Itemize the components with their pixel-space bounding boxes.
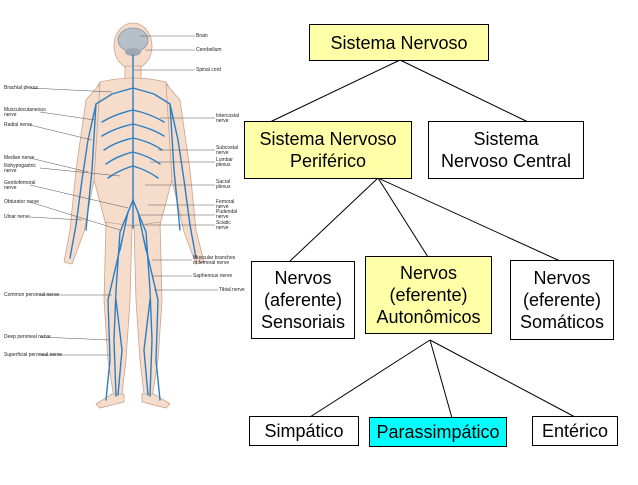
label-muscular-branches: Muscular branches of femoral nerve bbox=[193, 255, 236, 266]
label-musculocutaneous-nerve: Musculocutaneous nerve bbox=[4, 107, 46, 118]
node-nervos-sensoriais: Nervos (aferente) Sensoriais bbox=[251, 261, 355, 339]
label-common-peroneal-nerve: Common peroneal nerve bbox=[4, 292, 60, 298]
label-saphenous-nerve: Saphenous nerve bbox=[193, 273, 233, 279]
node-sistema-nervoso-central: Sistema Nervoso Central bbox=[428, 121, 584, 179]
label-sacral-plexus: Sacral plexus bbox=[216, 179, 231, 190]
label-brachial-plexus: Brachial plexus bbox=[4, 85, 38, 91]
connector-peripheral-autonomic bbox=[377, 177, 429, 258]
connector-root-central bbox=[399, 59, 529, 123]
node-simpatico: Simpático bbox=[249, 416, 359, 446]
node-parassimpatico: Parassimpático bbox=[369, 417, 507, 447]
label-superficial-peroneal-nerve: Superficial peroneal nerve bbox=[4, 352, 63, 358]
label-tibial-nerve: Tibial nerve bbox=[219, 287, 245, 293]
connector-root-peripheral bbox=[269, 59, 401, 123]
label-iliohypogastric-nerve: Iliohypogastric nerve bbox=[4, 163, 36, 174]
connector-autonomic-parasympathetic bbox=[429, 339, 453, 419]
label-spinal-cord: Spinal cord bbox=[196, 67, 222, 73]
label-pudendal-nerve: Pudendal nerve bbox=[216, 209, 238, 220]
connector-peripheral-somatic bbox=[377, 177, 561, 262]
label-radial-nerve: Radial nerve bbox=[4, 122, 33, 128]
nervous-system-figure: Brain Cerebellum Spinal cord Intercostal… bbox=[0, 0, 245, 480]
label-subcostal-nerve: Subcostal nerve bbox=[216, 145, 238, 156]
label-brain: Brain bbox=[196, 33, 208, 39]
label-median-nerve: Median nerve bbox=[4, 155, 35, 161]
connector-autonomic-enteric bbox=[429, 339, 576, 418]
label-deep-peroneal-nerve: Deep peroneal nerve bbox=[4, 334, 51, 340]
node-nervos-somaticos: Nervos (eferente) Somáticos bbox=[510, 260, 614, 340]
connector-peripheral-afferent bbox=[288, 177, 379, 263]
node-nervos-autonomicos: Nervos (eferente) Autonômicos bbox=[365, 256, 492, 334]
connector-autonomic-sympathetic bbox=[309, 339, 431, 418]
label-genitofemoral-nerve: Genitofemoral nerve bbox=[4, 180, 36, 191]
label-obturator-nerve: Obturator nerve bbox=[4, 199, 40, 205]
node-sistema-nervoso: Sistema Nervoso bbox=[309, 24, 489, 61]
node-sistema-nervoso-periferico: Sistema Nervoso Periférico bbox=[244, 121, 412, 179]
label-ulnar-nerve: Ulnar nerve bbox=[4, 214, 30, 220]
label-lumbar-plexus: Lumbar plexus bbox=[216, 157, 233, 168]
label-sciatic-nerve: Sciatic nerve bbox=[216, 220, 231, 231]
body-illustration bbox=[29, 22, 218, 409]
label-intercostal-nerve: Intercostal nerve bbox=[216, 113, 240, 124]
label-cerebellum: Cerebellum bbox=[196, 47, 222, 53]
node-enterico: Entérico bbox=[532, 416, 618, 446]
label-femoral-nerve: Femoral nerve bbox=[216, 199, 235, 210]
